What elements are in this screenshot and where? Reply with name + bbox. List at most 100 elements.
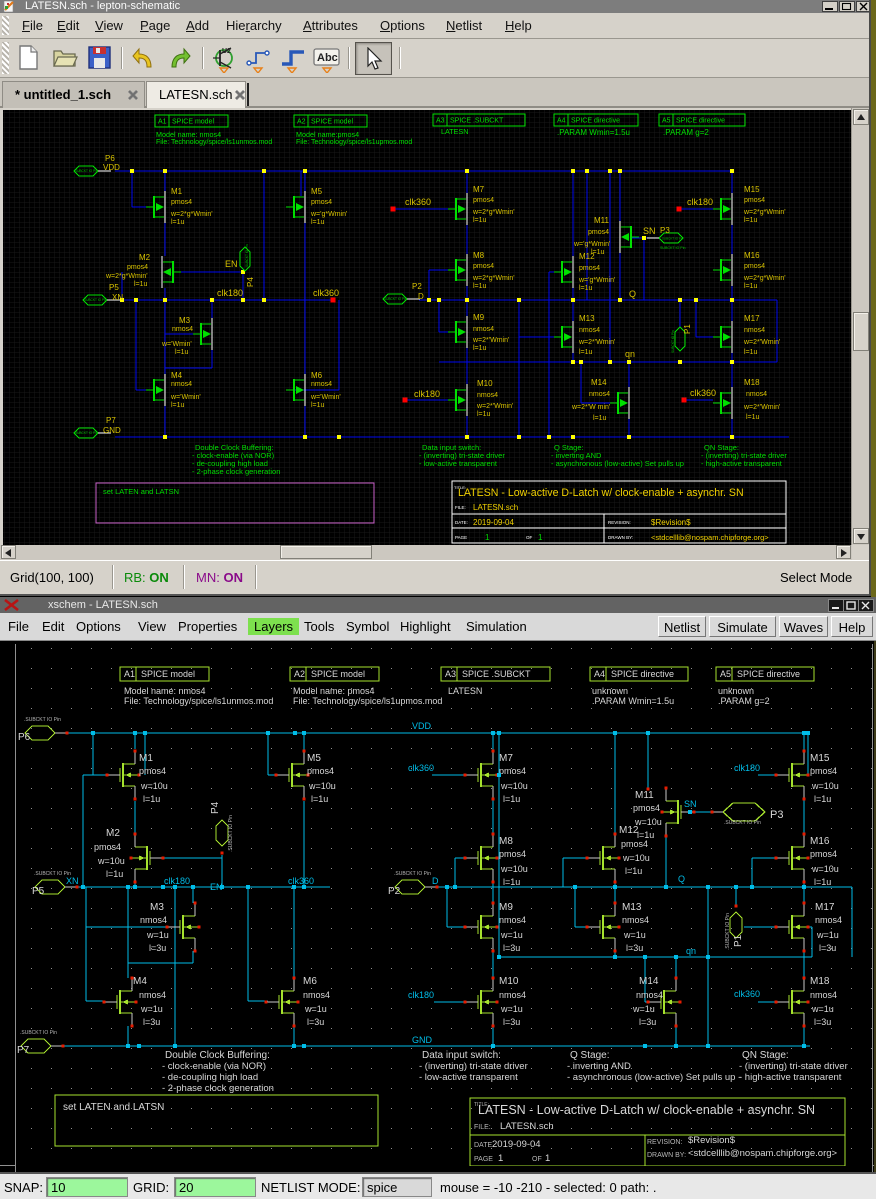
- svg-text:P7: P7: [106, 416, 116, 425]
- svg-text:SUBCKT IO Pin: SUBCKT IO Pin: [75, 431, 98, 435]
- svg-text:l=1u: l=1u: [473, 283, 487, 290]
- svg-text:- low-active transparent: - low-active transparent: [419, 459, 498, 468]
- svg-text:clk180: clk180: [408, 990, 434, 1000]
- svg-text:P6: P6: [18, 732, 31, 743]
- svg-text:pmos4: pmos4: [621, 839, 648, 849]
- svg-text:pmos4: pmos4: [473, 263, 494, 270]
- svg-text:- asynchronous (low-active) Se: - asynchronous (low-active) Set pulls up: [551, 459, 684, 468]
- svg-text:2019-09-04: 2019-09-04: [492, 1139, 541, 1150]
- svg-text:A4: A4: [557, 118, 566, 125]
- svg-text:l=1u: l=1u: [744, 349, 758, 356]
- svg-text:w=10u: w=10u: [97, 856, 125, 866]
- svg-text:VDD: VDD: [412, 721, 432, 731]
- svg-text:M15: M15: [744, 185, 760, 194]
- svg-text:P3: P3: [770, 809, 783, 821]
- svg-text:l=1u: l=1u: [744, 283, 758, 290]
- svg-text:M3: M3: [150, 902, 164, 913]
- svg-text:A1: A1: [158, 119, 167, 126]
- svg-text:.PARAM Wmin=1.5u: .PARAM Wmin=1.5u: [557, 128, 630, 137]
- svg-text:M7: M7: [499, 753, 513, 764]
- svg-text:.SUBCKT IO Pin: .SUBCKT IO Pin: [724, 820, 761, 826]
- svg-text:nmos4: nmos4: [499, 915, 526, 925]
- svg-text:set LATEN and LATSN: set LATEN and LATSN: [63, 1102, 164, 1113]
- svg-text:Q Stage:: Q Stage:: [554, 443, 584, 452]
- svg-text:l=1u: l=1u: [473, 217, 487, 224]
- svg-text:w=2*'Wmin': w=2*'Wmin': [743, 404, 780, 411]
- svg-text:l=1u: l=1u: [637, 830, 654, 840]
- svg-text:pmos4: pmos4: [311, 199, 332, 206]
- svg-text:l=1u: l=1u: [171, 402, 185, 409]
- svg-text:nmos4: nmos4: [499, 990, 526, 1000]
- svg-text:M9: M9: [473, 313, 485, 322]
- svg-text:clk180: clk180: [217, 288, 243, 298]
- svg-text:<stdcelllib@nospam.chipforge.o: <stdcelllib@nospam.chipforge.org>: [651, 533, 769, 542]
- svg-text:U2: U2: [222, 48, 231, 55]
- svg-text:l=1u: l=1u: [473, 345, 487, 352]
- svg-text:M3: M3: [179, 316, 191, 325]
- svg-text:l=1u: l=1u: [814, 877, 831, 887]
- svg-text:SUBCKT IO Pin: SUBCKT IO Pin: [384, 297, 407, 301]
- svg-text:l=3u: l=3u: [143, 1017, 160, 1027]
- svg-text:SUBCKT IO Pin: SUBCKT IO Pin: [662, 237, 684, 241]
- svg-text:SN: SN: [643, 226, 656, 236]
- svg-text:DRAWN BY:: DRAWN BY:: [647, 1152, 686, 1159]
- svg-text:M18: M18: [810, 976, 830, 987]
- svg-text:OF: OF: [526, 535, 533, 540]
- svg-text:D: D: [432, 876, 439, 886]
- svg-text:M16: M16: [744, 251, 760, 260]
- svg-text:M14: M14: [639, 976, 659, 987]
- svg-text:XN: XN: [112, 293, 123, 302]
- svg-text:PAGE: PAGE: [455, 535, 467, 540]
- svg-text:l=1u: l=1u: [477, 411, 491, 418]
- svg-text:1: 1: [485, 533, 490, 542]
- svg-text:w=10u: w=10u: [500, 781, 528, 791]
- svg-text:pmos4: pmos4: [810, 849, 837, 859]
- svg-text:pmos4: pmos4: [499, 849, 526, 859]
- svg-text:REVISION:: REVISION:: [608, 520, 631, 525]
- svg-text:Double Clock Buffering:: Double Clock Buffering:: [165, 1050, 270, 1061]
- svg-text:w=10u: w=10u: [622, 853, 650, 863]
- svg-text:clk360: clk360: [405, 197, 431, 207]
- svg-text:.SUBCKT IO Pin: .SUBCKT IO Pin: [228, 815, 234, 852]
- svg-text:Model name: nmos4: Model name: nmos4: [124, 686, 206, 696]
- svg-text:SPICE model: SPICE model: [311, 119, 353, 126]
- svg-text:M10: M10: [477, 379, 493, 388]
- svg-text:clk360: clk360: [313, 288, 339, 298]
- svg-text:pmos4: pmos4: [127, 264, 148, 271]
- svg-text:l=3u: l=3u: [503, 1017, 520, 1027]
- svg-text:$Revision$: $Revision$: [651, 518, 691, 527]
- svg-text:LATESN - Low-active D-Latch w/: LATESN - Low-active D-Latch w/ clock-ena…: [478, 1103, 815, 1117]
- svg-text:M17: M17: [744, 314, 760, 323]
- svg-text:P5: P5: [109, 283, 119, 292]
- svg-text:nmos4: nmos4: [311, 381, 332, 388]
- svg-text:M5: M5: [311, 187, 323, 196]
- svg-text:SPICE model: SPICE model: [311, 669, 365, 679]
- svg-text:Q: Q: [678, 874, 685, 884]
- svg-text:Q: Q: [629, 289, 636, 299]
- svg-text:w=2*g*Wmin': w=2*g*Wmin': [105, 273, 148, 280]
- svg-text:DATE: DATE: [474, 1142, 492, 1149]
- svg-text:M11: M11: [635, 790, 654, 801]
- svg-text:M14: M14: [591, 378, 607, 387]
- svg-text:- 2-phase clock generation: - 2-phase clock generation: [162, 1083, 274, 1094]
- svg-text:l=1u: l=1u: [311, 402, 325, 409]
- svg-text:- low-active transparent: - low-active transparent: [419, 1072, 518, 1083]
- svg-text:l=1u: l=1u: [134, 281, 148, 288]
- svg-text:M13: M13: [622, 902, 642, 913]
- svg-text:pmos4: pmos4: [473, 197, 494, 204]
- svg-text:- (inverting) tri-state driver: - (inverting) tri-state driver: [701, 451, 787, 460]
- svg-text:M4: M4: [171, 371, 183, 380]
- svg-text:nmos4: nmos4: [140, 915, 167, 925]
- svg-text:QN Stage:: QN Stage:: [742, 1050, 789, 1061]
- svg-text:<stdcelllib@nospam.chipforge.o: <stdcelllib@nospam.chipforge.org>: [688, 1148, 838, 1159]
- svg-text:- (inverting) tri-state driver: - (inverting) tri-state driver: [739, 1061, 848, 1072]
- svg-text:nmos4: nmos4: [589, 391, 610, 398]
- svg-text:w='Wmin': w='Wmin': [170, 394, 201, 401]
- svg-text:l=1u: l=1u: [311, 794, 328, 804]
- svg-text:SPICE directive: SPICE directive: [611, 669, 674, 679]
- svg-text:A3: A3: [445, 669, 456, 679]
- svg-text:w=2*g*Wmin': w=2*g*Wmin': [170, 211, 213, 218]
- svg-text:nmos4: nmos4: [171, 381, 192, 388]
- svg-text:GND: GND: [412, 1035, 433, 1045]
- svg-text:M11: M11: [594, 216, 610, 225]
